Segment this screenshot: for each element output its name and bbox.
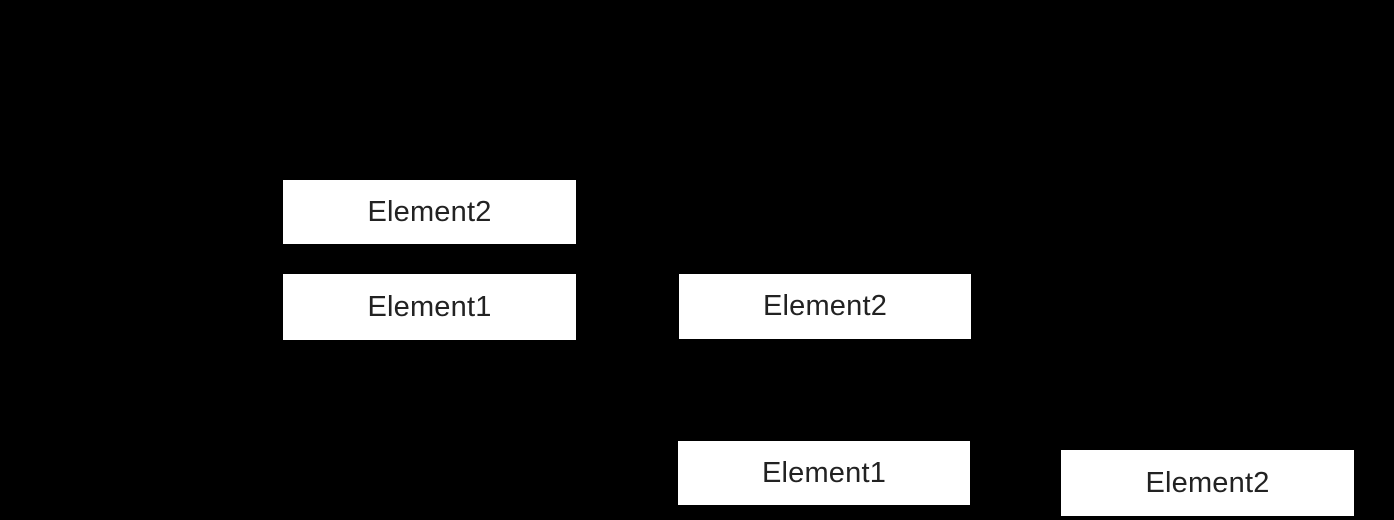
element2-box-middle[interactable]: Element2 — [679, 274, 971, 339]
element2-box-top-left[interactable]: Element2 — [283, 180, 576, 244]
element2-label: Element2 — [1145, 466, 1270, 499]
element2-label: Element2 — [367, 195, 492, 228]
element1-label: Element1 — [761, 456, 887, 489]
element2-box-bottom-right[interactable]: Element2 — [1061, 450, 1354, 516]
element1-box-middle-bottom[interactable]: Element1 — [678, 441, 970, 505]
element1-box-left[interactable]: Element1 — [283, 274, 576, 340]
element2-label: Element2 — [762, 290, 888, 322]
element1-label: Element1 — [367, 290, 492, 323]
